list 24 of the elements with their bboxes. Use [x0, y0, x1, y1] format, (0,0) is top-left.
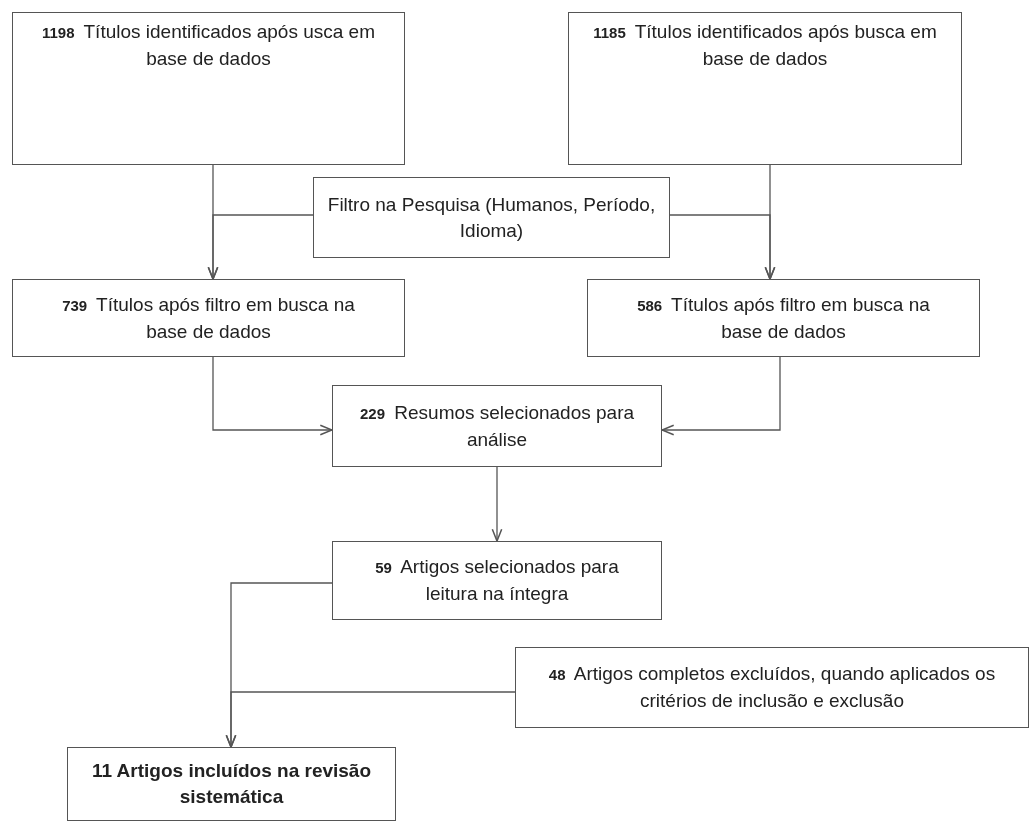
arrow: [669, 214, 776, 280]
arrow: [207, 214, 314, 280]
process-box: [515, 647, 1029, 728]
arrow: [212, 356, 333, 436]
box-text: 59 Artigos selecionados para leitura na íntegra: [374, 555, 620, 606]
box-text: 1185 Títulos identificados após busca em base de dados: [592, 20, 938, 71]
box-text: 739 Títulos após filtro em busca na base de dados: [61, 292, 356, 344]
process-box: [587, 279, 980, 357]
process-box: [12, 12, 405, 165]
box-text: 1198 Títulos identificados após usca em base de dados: [41, 20, 376, 71]
process-box: [568, 12, 962, 165]
box-text: 586 Títulos após filtro em busca na base de dados: [636, 292, 931, 344]
process-box: [67, 747, 396, 821]
arrow: [491, 466, 503, 542]
arrow: [661, 356, 781, 436]
process-box: [313, 177, 670, 258]
process-box: [12, 279, 405, 357]
box-text: Filtro na Pesquisa (Humanos, Período, Idioma): [326, 192, 657, 243]
process-box: [332, 385, 662, 467]
box-text: 229 Resumos selecionados para análise: [358, 400, 636, 452]
box-text: 11 Artigos incluídos na revisão sistemática: [90, 759, 373, 809]
process-box: [332, 541, 662, 620]
box-text: 48 Artigos completos excluídos, quando aplicados os critérios de inclusão e exclusão: [547, 662, 997, 713]
arrow: [225, 691, 516, 748]
